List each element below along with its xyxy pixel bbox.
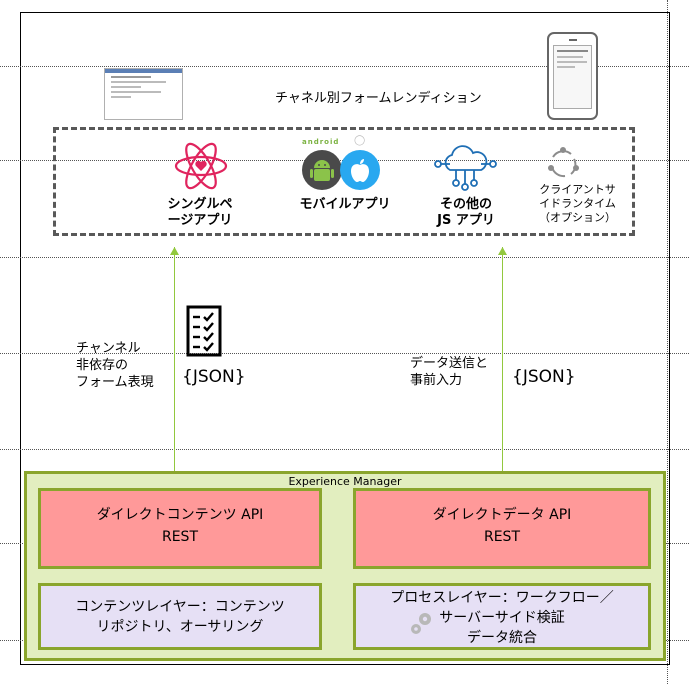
guide-line <box>0 257 689 258</box>
checklist-icon <box>186 305 222 357</box>
refresh-cycle-icon <box>545 145 581 181</box>
mobile-app-label: モバイルアプリ <box>299 197 391 212</box>
android-badge: android <box>302 138 340 146</box>
channel-box <box>53 127 635 236</box>
cloud-network-icon <box>432 140 498 192</box>
client-side-runtime-label: クライアントサ イドランタイム （オプション） <box>539 183 616 224</box>
data-submit-text: データ送信と 事前入力 <box>410 356 489 388</box>
gears-icon <box>408 610 436 638</box>
channel-agnostic-text: チャンネル 非依存の フォーム表現 <box>76 341 154 390</box>
experience-manager-title: Experience Manager <box>288 475 402 488</box>
left-json-label: {JSON} <box>182 367 246 387</box>
single-page-app-label: シングルペ ージアプリ <box>167 197 233 228</box>
process-layer-box: プロセスレイヤー：ワークフロー／ サーバーサイド検証 データ統合 <box>353 583 651 650</box>
direct-content-api-box: ダイレクトコンテンツ API REST <box>38 488 322 569</box>
guide-line <box>0 353 689 354</box>
rendition-title: チャネル別フォームレンディション <box>275 91 482 106</box>
desktop-form-thumbnail <box>104 68 183 120</box>
apple-icon <box>340 150 380 190</box>
guide-line <box>667 0 668 684</box>
mobile-os-icons: android ◯ <box>298 135 388 192</box>
apple-outline-icon: ◯ <box>354 135 366 146</box>
content-layer-box: コンテンツレイヤー：コンテンツ リポジトリ、オーサリング <box>38 583 322 650</box>
left-arrow-head <box>170 240 179 259</box>
react-icon <box>173 140 229 192</box>
diagram-frame <box>20 12 670 665</box>
right-arrow-head-up <box>498 240 507 259</box>
right-arrow-line <box>502 247 503 477</box>
guide-line <box>0 449 689 450</box>
android-icon <box>302 150 342 190</box>
js-app-label: その他の JS アプリ <box>437 197 495 228</box>
mobile-form-thumbnail <box>547 32 598 120</box>
direct-data-api-box: ダイレクトデータ API REST <box>353 488 651 569</box>
right-json-label: {JSON} <box>512 367 576 387</box>
guide-line <box>0 66 689 67</box>
left-arrow-line <box>174 247 175 473</box>
